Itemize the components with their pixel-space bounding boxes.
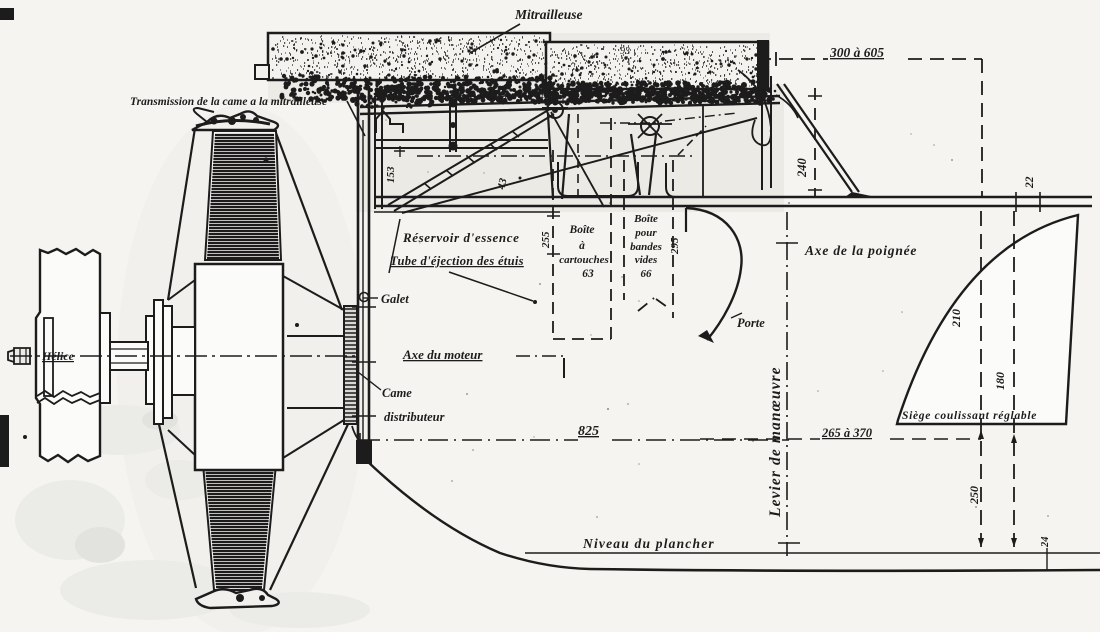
svg-text:Boîte: Boîte bbox=[633, 213, 658, 225]
svg-text:Niveau du plancher: Niveau du plancher bbox=[582, 536, 715, 551]
svg-text:24: 24 bbox=[1040, 537, 1051, 549]
svg-text:Mitrailleuse: Mitrailleuse bbox=[514, 7, 583, 22]
svg-text:Came: Came bbox=[382, 386, 412, 400]
svg-text:93: 93 bbox=[620, 46, 630, 57]
svg-text:Siège coulissant réglable: Siège coulissant réglable bbox=[902, 410, 1037, 422]
svg-text:63: 63 bbox=[582, 268, 594, 280]
svg-text:210: 210 bbox=[949, 309, 963, 328]
svg-text:197: 197 bbox=[536, 93, 552, 104]
svg-text:cartouches: cartouches bbox=[559, 254, 609, 266]
svg-text:Boîte: Boîte bbox=[569, 224, 595, 236]
svg-text:Hélice: Hélice bbox=[41, 349, 75, 363]
svg-text:Tube d'éjection des étuis: Tube d'éjection des étuis bbox=[390, 254, 524, 268]
svg-text:Réservoir d'essence: Réservoir d'essence bbox=[402, 230, 519, 245]
svg-text:22: 22 bbox=[1024, 176, 1036, 189]
svg-text:pour: pour bbox=[634, 227, 657, 239]
svg-text:153: 153 bbox=[385, 166, 397, 183]
svg-text:43: 43 bbox=[495, 177, 510, 192]
svg-text:à: à bbox=[579, 240, 585, 252]
svg-text:300 à 605: 300 à 605 bbox=[829, 45, 884, 60]
svg-text:Axe de la poignée: Axe de la poignée bbox=[804, 243, 917, 258]
svg-text:144: 144 bbox=[492, 92, 507, 103]
svg-text:250: 250 bbox=[967, 486, 981, 505]
svg-text:66: 66 bbox=[641, 268, 653, 280]
svg-text:Porte: Porte bbox=[737, 316, 765, 330]
svg-text:Axe du moteur: Axe du moteur bbox=[402, 347, 483, 362]
svg-text:Transmission de la came a la m: Transmission de la came a la mitrailleus… bbox=[130, 96, 327, 108]
svg-text:distributeur: distributeur bbox=[384, 410, 445, 424]
svg-text:Levier de manœuvre: Levier de manœuvre bbox=[767, 366, 784, 518]
svg-text:825: 825 bbox=[578, 424, 599, 439]
svg-text:Galet: Galet bbox=[381, 292, 409, 306]
svg-text:bandes: bandes bbox=[630, 241, 662, 253]
svg-text:240: 240 bbox=[795, 158, 809, 179]
svg-text:295: 295 bbox=[669, 237, 681, 255]
svg-text:255: 255 bbox=[540, 231, 552, 249]
svg-text:vides: vides bbox=[635, 254, 658, 266]
svg-text:180: 180 bbox=[993, 372, 1007, 390]
svg-text:265 à 370: 265 à 370 bbox=[821, 426, 873, 440]
